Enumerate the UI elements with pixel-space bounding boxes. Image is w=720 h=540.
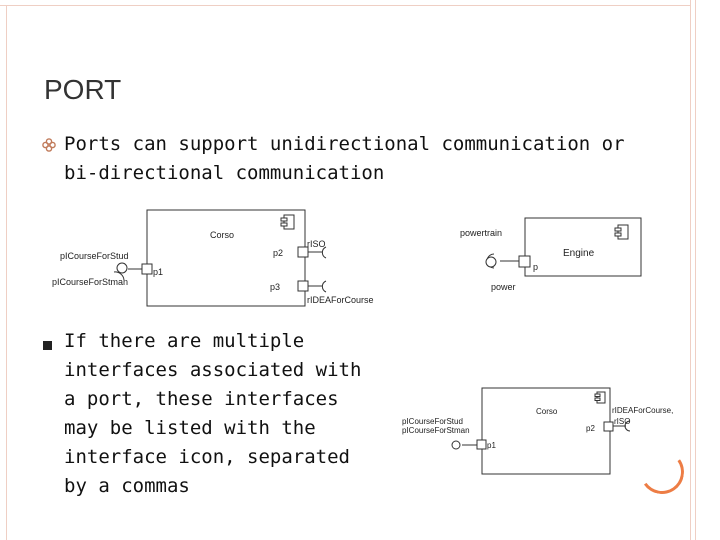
port-p2-label: p2 — [586, 424, 595, 433]
component-name: Engine — [563, 248, 595, 259]
interface-label-ridea: rIDEAForCourse — [307, 295, 374, 305]
interface-label-stud: pICourseForStud — [402, 417, 463, 426]
flower-bullet-icon — [42, 138, 56, 152]
required-interface-icon — [321, 246, 327, 259]
port-p1-label: p1 — [153, 267, 163, 277]
component-name: Corso — [210, 230, 234, 240]
component-icon — [280, 214, 295, 230]
port-p2 — [603, 421, 614, 432]
interface-label-ridea: rIDEAForCourse, — [612, 406, 673, 415]
port-p-label: p — [533, 262, 538, 272]
square-bullet-icon — [43, 341, 52, 350]
interface-label-stman: pICourseForStman — [52, 277, 128, 287]
bullet-text-multiple-interfaces: If there are multiple interfaces associa… — [64, 330, 362, 497]
slide-frame-top — [0, 0, 690, 6]
port-p2-label: p2 — [273, 248, 283, 258]
interface-label-riso: rISO — [614, 417, 630, 426]
slide-frame-left — [6, 6, 7, 540]
required-interface-icon — [624, 420, 631, 432]
port-p1 — [476, 439, 487, 450]
interface-label-stman: pICourseForStman — [402, 426, 470, 435]
port-p3-label: p3 — [270, 282, 280, 292]
port-p1-label: p1 — [487, 441, 496, 450]
interface-label-riso: rISO — [307, 239, 326, 249]
required-interface-icon — [321, 280, 327, 293]
slide-title: PORT — [44, 74, 122, 105]
required-interface-icon — [113, 271, 125, 281]
provided-interface-icon — [485, 256, 497, 268]
component-name: Corso — [536, 407, 558, 416]
provided-interface-icon — [116, 262, 128, 274]
interface-label-stud: pICourseForStud — [60, 251, 129, 261]
slide-frame-right — [690, 0, 696, 540]
label-power: power — [491, 282, 516, 292]
component-icon — [614, 224, 629, 240]
label-powertrain: powertrain — [460, 228, 502, 238]
bullet-text-unidirectional: Ports can support unidirectional communi… — [64, 133, 625, 184]
provided-interface-icon — [451, 440, 461, 450]
component-icon — [594, 391, 606, 404]
